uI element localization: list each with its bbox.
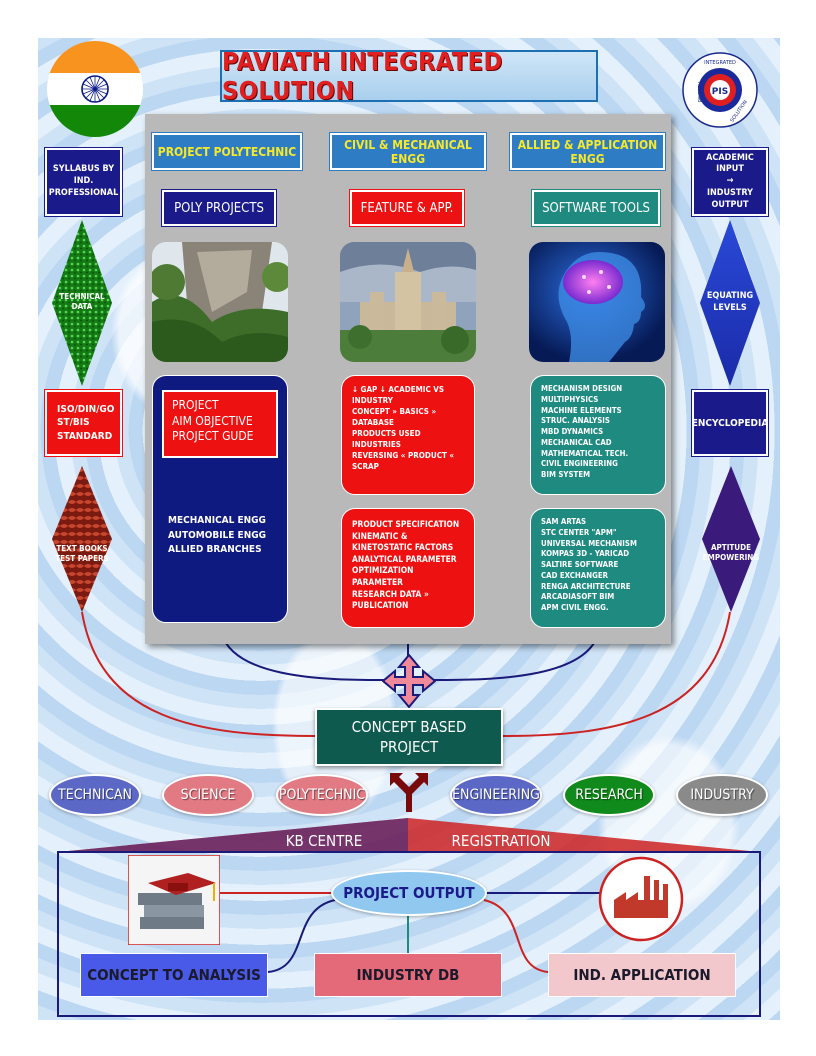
oval-technican: TECHNICAN: [49, 774, 141, 816]
category-project-polytechnic: PROJECT POLYTECHNIC: [151, 132, 303, 171]
title-text: PAVIATH INTEGRATED SOLUTION: [222, 47, 503, 105]
brain-image: [529, 242, 665, 362]
svg-text:PAVIATH: PAVIATH: [698, 81, 704, 102]
oval-industry: INDUSTRY: [676, 774, 768, 816]
four-way-arrow-icon: [382, 654, 436, 708]
pis-logo-icon: PIS INTEGRATED SOLUTION PAVIATH: [682, 52, 758, 128]
india-flag-icon: [47, 41, 143, 137]
oval-research: RESEARCH: [563, 774, 655, 816]
software-card-tools: SAM ARTAS STC CENTER "APM" UNIVERSAL MEC…: [530, 508, 666, 628]
subhead-poly-projects: POLY PROJECTS: [161, 189, 277, 227]
oval-engineering: ENGINEERING: [450, 774, 542, 816]
subhead-software-tools: SOFTWARE TOOLS: [531, 189, 661, 227]
technical-data-diamond: [52, 220, 112, 386]
factory-icon: [598, 856, 684, 942]
standards-box: ISO/DIN/GO ST/BIS STANDARD: [44, 389, 123, 457]
svg-text:PIS: PIS: [712, 87, 728, 97]
aptitude-diamond: [702, 466, 760, 612]
textbooks-diamond: [52, 466, 112, 612]
aptitude-label: APTITUDE EMPOWERING: [702, 542, 760, 562]
oval-science: SCIENCE: [162, 774, 254, 816]
kb-triangle-left-shade: [58, 818, 408, 852]
equating-levels-label: EQUATING LEVELS: [706, 291, 754, 313]
feature-card-gap: ↓ GAP ↓ ACADEMIC VS INDUSTRY CONCEPT » B…: [341, 375, 475, 495]
subhead-feature-app: FEATURE & APP.: [349, 189, 465, 227]
graduation-books-icon: [128, 855, 220, 945]
project-output-oval: PROJECT OUTPUT: [331, 870, 487, 916]
page-title: PAVIATH INTEGRATED SOLUTION: [220, 47, 598, 105]
category-civil-mechanical: CIVIL & MECHANICAL ENGG: [329, 132, 487, 171]
equating-levels-diamond: [700, 220, 760, 386]
project-aim-box: PROJECT AIM OBJECTIVE PROJECT GUDE: [162, 390, 278, 458]
encyclopedia-box: ENCYCLOPEDIA: [691, 389, 769, 457]
technical-data-label: TECHNICAL DATA: [59, 291, 105, 311]
concept-to-analysis-box: CONCEPT TO ANALYSIS: [80, 953, 268, 997]
svg-text:INTEGRATED: INTEGRATED: [704, 60, 736, 66]
textbooks-label: TEXT BOOKS TEST PAPERS: [55, 543, 109, 563]
kb-centre-label: KB CENTRE: [285, 832, 363, 850]
registration-label: REGISTRATION: [451, 832, 551, 850]
fork-arrow-icon: [390, 773, 428, 812]
branches-text: MECHANICAL ENGG AUTOMOBILE ENGG ALLIED B…: [168, 515, 266, 555]
rock-landscape-image: [152, 242, 288, 362]
university-building-image: [340, 242, 476, 362]
academic-industry-box: ACADEMIC INPUT → INDUSTRY OUTPUT: [691, 147, 769, 217]
industry-db-box: INDUSTRY DB: [314, 953, 502, 997]
left-red-curve: [81, 611, 316, 737]
right-red-curve: [502, 611, 731, 737]
concept-based-project-box: CONCEPT BASED PROJECT: [315, 708, 503, 766]
syllabus-box: SYLLABUS BY IND. PROFESSIONAL: [44, 147, 123, 217]
category-allied-application: ALLIED & APPLICATION ENGG: [509, 132, 666, 171]
ind-application-box: IND. APPLICATION: [548, 953, 736, 997]
feature-card-specification: PRODUCT SPECIFICATION KINEMATIC & KINETO…: [341, 508, 475, 628]
oval-polytechnic: POLYTECHNIC: [276, 774, 368, 816]
software-card-design: MECHANISM DESIGN MULTIPHYSICS MACHINE EL…: [530, 375, 666, 495]
bottom-frame: [57, 851, 761, 1017]
